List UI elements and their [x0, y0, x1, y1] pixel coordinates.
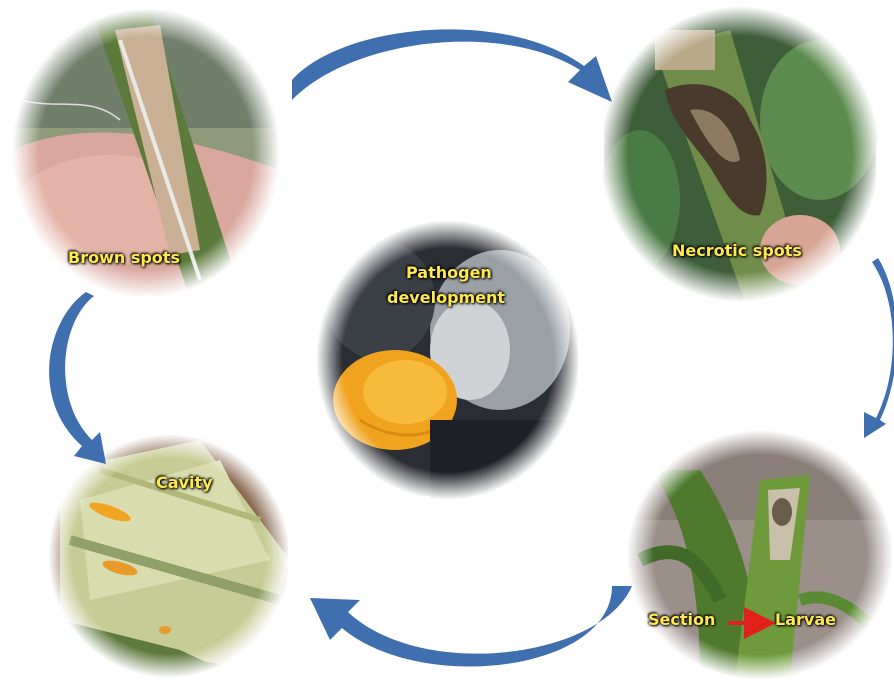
- pathogen-label-line1: Pathogen: [406, 264, 492, 282]
- cycle-arrow-bottom: [310, 586, 632, 666]
- larvae-label: Larvae: [775, 611, 836, 629]
- pathogen-label-line2: development: [387, 289, 505, 307]
- cavity-label: Cavity: [156, 474, 213, 492]
- cavity-photo: [48, 434, 290, 678]
- pathogen-photo: [316, 220, 580, 500]
- section-photo: [627, 430, 893, 680]
- cycle-arrow-top: [292, 29, 612, 102]
- section-label: Section: [648, 611, 715, 629]
- necrotic-spots-label: Necrotic spots: [672, 242, 802, 260]
- brown-spots-label: Brown spots: [68, 249, 180, 267]
